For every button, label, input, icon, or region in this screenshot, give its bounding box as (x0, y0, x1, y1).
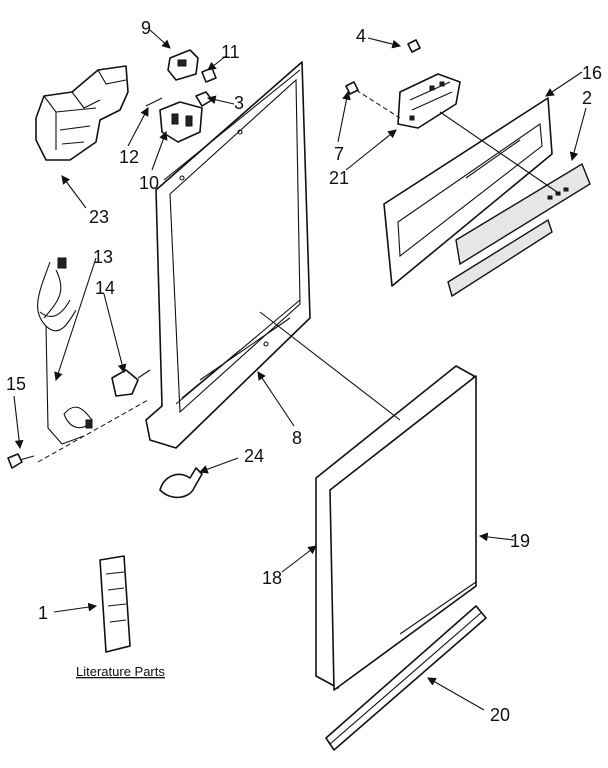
part-14-connector (111, 369, 151, 397)
part-1-literature (99, 555, 131, 653)
callout-11: 11 (221, 42, 240, 62)
part-4-knob (407, 39, 421, 53)
part-19-panel-insert (329, 375, 477, 691)
callout-21: 21 (329, 168, 349, 188)
callout-13: 13 (93, 247, 113, 267)
part-9-latch (167, 49, 199, 81)
part-20-bottom-trim (325, 605, 487, 751)
callout-12: 12 (119, 147, 139, 167)
callout-7: 7 (334, 144, 344, 164)
callout-1: 1 (38, 603, 48, 623)
literature-parts-label: Literature Parts (76, 664, 165, 679)
part-3-clip (195, 91, 213, 107)
part-21-control-module (397, 73, 461, 129)
part-10-bracket (159, 101, 203, 143)
part-8-inner-door (145, 61, 311, 449)
callout-10: 10 (139, 173, 159, 193)
part-2-overlay (447, 162, 591, 298)
callout-19: 19 (510, 531, 530, 551)
part-11-clip (201, 67, 217, 83)
callout-15: 15 (6, 374, 26, 394)
callout-18: 18 (262, 568, 282, 588)
part-16-console-panel (383, 97, 553, 287)
callout-24: 24 (244, 446, 264, 466)
callout-20: 20 (490, 705, 510, 725)
part-15-screw (7, 453, 35, 469)
callout-3: 3 (234, 93, 244, 113)
part-12-pin (145, 97, 163, 107)
callout-23: 23 (89, 207, 109, 227)
callout-2: 2 (582, 88, 592, 108)
callout-4: 4 (356, 26, 366, 46)
part-13-wire-harness (37, 257, 93, 445)
callout-14: 14 (95, 278, 115, 298)
callout-9: 9 (141, 18, 151, 38)
callout-16: 16 (582, 63, 602, 83)
callout-8: 8 (292, 428, 302, 448)
part-23-cover (35, 65, 129, 161)
part-24-clip (159, 467, 203, 499)
